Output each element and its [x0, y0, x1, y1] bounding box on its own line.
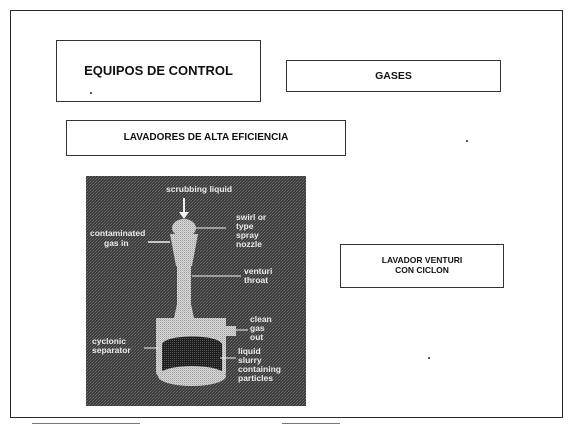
- footer-line-left: [32, 423, 140, 424]
- liquid-inlet-arrowhead: [179, 212, 189, 219]
- label-throat-1: venturi: [244, 266, 272, 276]
- venturi-scrubber-diagram: scrubbing liquid contaminated gas in swi…: [86, 176, 306, 406]
- scan-speck: [90, 92, 92, 94]
- caption-line-2: CON CICLON: [395, 265, 449, 275]
- label-gas-in: gas in: [104, 238, 129, 248]
- label-contaminated: contaminated: [90, 228, 145, 238]
- subtitle-label: LAVADORES DE ALTA EFICIENCIA: [66, 120, 346, 156]
- label-slurry-3: containing: [238, 364, 281, 374]
- label-slurry-1: liquid: [238, 346, 261, 356]
- slide-title-text: EQUIPOS DE CONTROL: [84, 62, 233, 78]
- label-slurry-4: particles: [238, 373, 273, 383]
- label-gas-out-1: clean: [250, 314, 272, 324]
- subtitle-label-text: LAVADORES DE ALTA EFICIENCIA: [123, 132, 289, 144]
- scan-speck: [428, 357, 430, 359]
- label-nozzle-3: spray: [236, 230, 259, 240]
- gas-outlet-stub: [226, 326, 236, 336]
- venturi-throat: [177, 266, 191, 306]
- label-scrubbing-liquid: scrubbing liquid: [166, 184, 232, 194]
- footer-line-right: [282, 423, 340, 424]
- cyclone-base: [158, 366, 226, 386]
- diverging-section: [174, 304, 194, 318]
- venturi-scrubber-illustration: scrubbing liquid contaminated gas in swi…: [86, 176, 306, 406]
- label-nozzle-2: type: [236, 221, 254, 231]
- caption-line-1: LAVADOR VENTURI: [381, 255, 463, 266]
- label-separator-1: cyclonic: [92, 336, 126, 346]
- label-slurry-2: slurry: [238, 355, 262, 365]
- spray-nozzle-bulb: [172, 219, 196, 237]
- label-gas-out-2: gas: [250, 323, 265, 333]
- category-label-text: GASES: [375, 69, 412, 82]
- category-label: GASES: [286, 60, 501, 92]
- label-nozzle-1: swirl or: [236, 212, 267, 222]
- scan-speck: [466, 140, 468, 142]
- label-gas-out-3: out: [250, 332, 263, 342]
- label-throat-2: throat: [244, 275, 268, 285]
- converging-section: [170, 234, 198, 266]
- label-separator-2: separator: [92, 345, 131, 355]
- label-nozzle-4: nozzle: [236, 239, 262, 249]
- caption-label: LAVADOR VENTURI CON CICLON: [340, 244, 504, 288]
- slide-title: EQUIPOS DE CONTROL: [56, 40, 261, 102]
